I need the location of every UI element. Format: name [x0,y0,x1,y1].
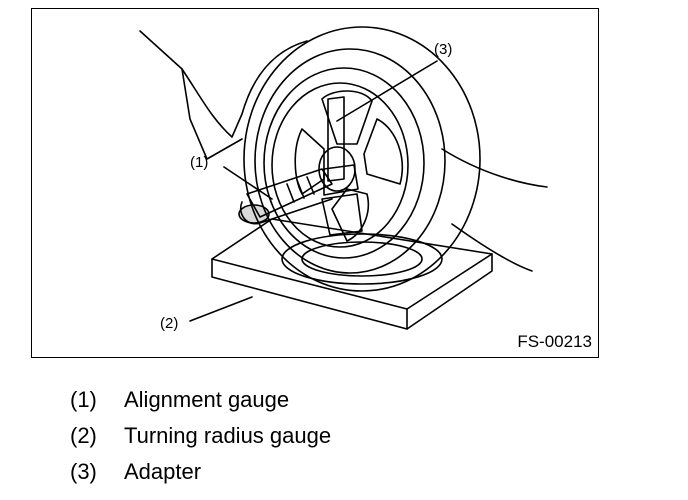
turntable-inner [301,241,423,277]
legend-text: Adapter [124,459,202,484]
spoke-right [363,118,404,185]
fender-inner [181,68,243,160]
legend-number: (1) [70,387,97,412]
tire-mid [254,48,446,274]
adapter-lower [321,193,363,236]
adapter-bar [327,96,345,182]
gauge-ribs [286,176,315,203]
legend-number: (2) [70,423,97,448]
legend-text: Alignment gauge [124,387,290,412]
legend-text: Turning radius gauge [124,423,332,448]
callout-2: (2) [160,315,179,332]
callout-1: (1) [190,154,209,171]
figure-frame: (1) (2) (3) FS-00213 [31,8,599,358]
gauge-end [238,204,270,224]
spoke-top [321,90,373,145]
turntable [281,233,443,285]
car-body-lower-line [441,148,548,188]
leader-line-3 [336,60,438,122]
spoke-left [294,128,325,195]
tire-outer [243,26,481,292]
leader-line-2 [189,296,253,322]
leader-line-1 [223,166,273,200]
rim-outer [263,67,425,259]
figure-code: FS-00213 [517,332,592,351]
rim-inner [271,82,409,248]
fender-outline [139,30,308,138]
callout-3: (3) [434,41,453,58]
plate-front [211,258,408,330]
plate-side [406,253,493,330]
car-body-rocker [451,223,533,272]
plate-top [211,218,493,310]
adapter-clamp [323,164,359,196]
wheel-illustration [139,26,548,330]
gauge-body [246,168,333,218]
legend-number: (3) [70,459,97,484]
